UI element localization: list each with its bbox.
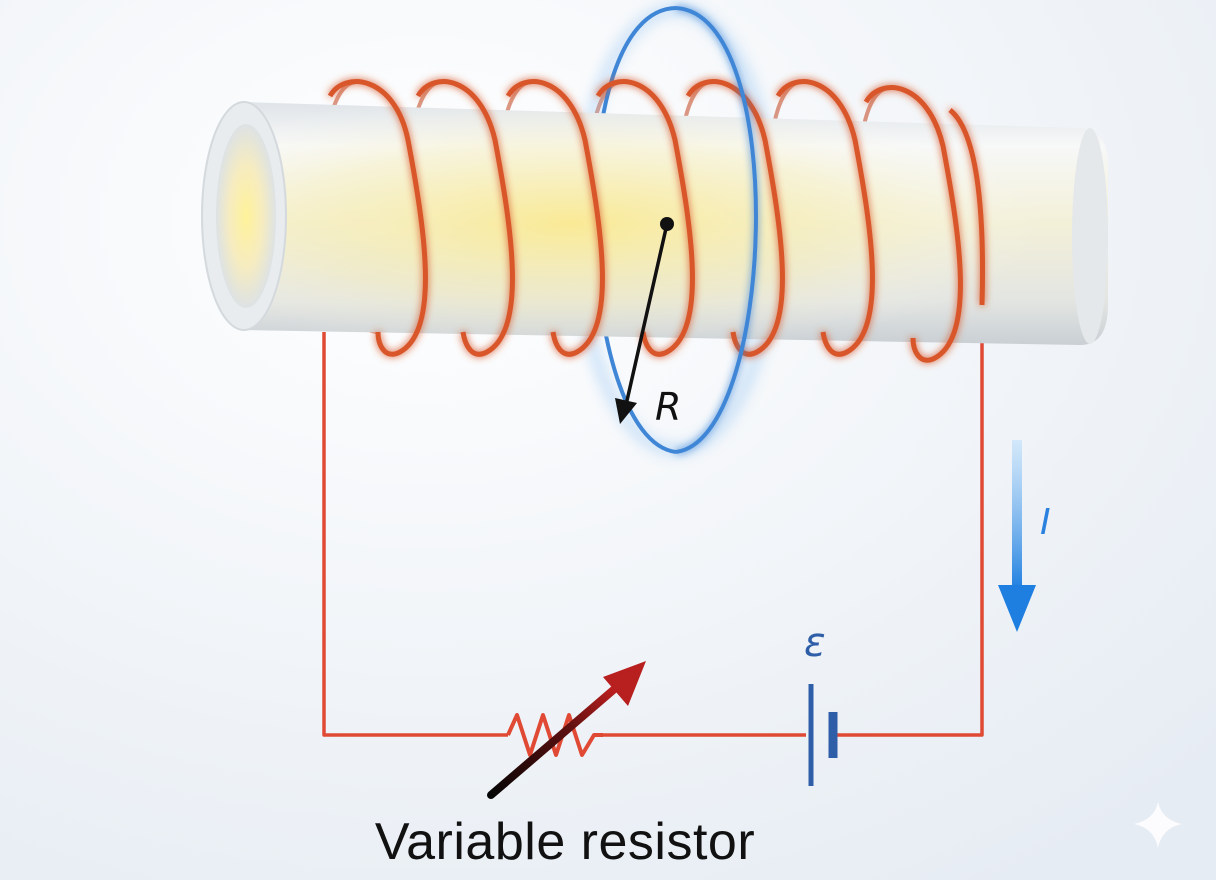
emf-label: ε (804, 620, 826, 666)
current-label: I (1040, 502, 1051, 543)
resistor-zigzag (506, 713, 603, 757)
battery-symbol (808, 684, 838, 786)
center-dot (660, 217, 674, 231)
tube (201, 101, 1108, 345)
sparkle-icon (1134, 802, 1182, 848)
radius-label: R (655, 385, 681, 429)
current-arrow (998, 440, 1036, 632)
coil-front-turns (327, 79, 986, 363)
radius-arrow (615, 217, 674, 424)
resistor-caption: Variable resistor (374, 813, 756, 871)
resistor-arrow (487, 661, 646, 799)
loop-front-arc (675, 6, 758, 454)
